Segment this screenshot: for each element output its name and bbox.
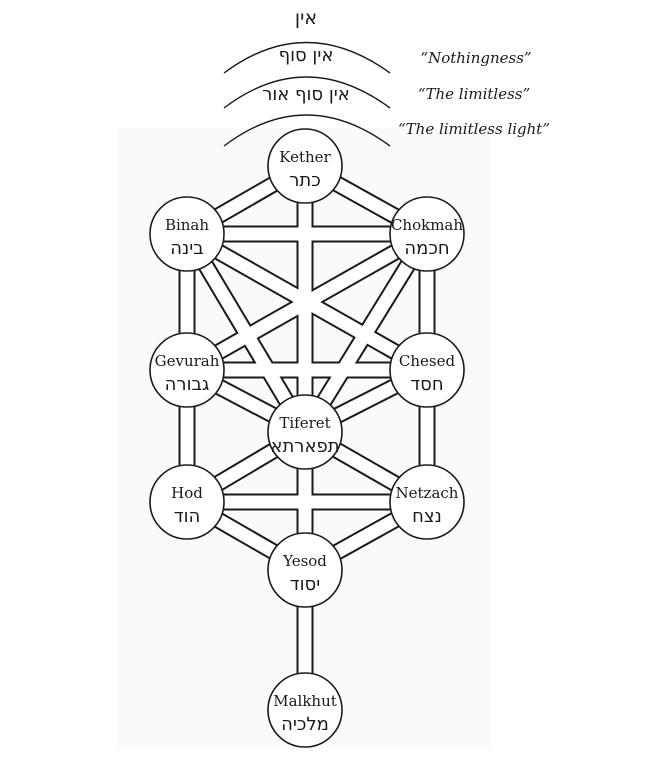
sephirah-kether: Kether כתר: [267, 128, 343, 204]
sephirah-circle-gevurah: [149, 332, 225, 408]
sephirah-circle-yesod: [267, 532, 343, 608]
path-chokmah-gevurah: [183, 228, 431, 376]
sephirah-name-chokmah: Chokmah: [391, 216, 463, 234]
sephirah-circle-binah: [149, 196, 225, 272]
ain-sof-hebrew: אין סוף: [279, 45, 334, 66]
ain-arcs: [223, 41, 391, 147]
sephirah-hebrew-malkhut: מלכיה: [281, 714, 329, 735]
sephirah-hebrew-hod: הוד: [174, 506, 201, 527]
sephirah-name-kether: Kether: [279, 148, 331, 166]
sephirah-yesod: Yesod יסוד: [267, 532, 343, 608]
sephirah-hebrew-netzach: נצח: [412, 506, 442, 527]
sephirah-hod: Hod הוד: [149, 464, 225, 540]
sephirah-circle-malkhut: [267, 672, 343, 748]
sephirah-circle-kether: [267, 128, 343, 204]
sephirah-hebrew-kether: כתר: [289, 170, 321, 191]
sephirah-tiferet: Tiferet תפארתא: [267, 394, 343, 470]
sephirah-name-netzach: Netzach: [396, 484, 459, 502]
limitless-label: “The limitless”: [418, 85, 530, 103]
ain-sof-aur-hebrew: אין סוף אור: [262, 84, 350, 105]
sephirah-hebrew-binah: בינה: [170, 238, 203, 259]
sephirah-circle-chesed: [389, 332, 465, 408]
sephirah-chokmah: Chokmah חכמה: [389, 196, 465, 272]
limitless-light-label: “The limitless light”: [398, 120, 550, 138]
sephirah-chesed: Chesed חסד: [389, 332, 465, 408]
sephirah-circle-tiferet: [267, 394, 343, 470]
nothingness-label: “Nothingness”: [420, 49, 531, 67]
ain-hebrew: אין: [295, 7, 317, 29]
arc-ain-sof: [223, 76, 391, 109]
sephirah-hebrew-chokmah: חכמה: [404, 238, 449, 259]
sephirah-name-malkhut: Malkhut: [273, 692, 337, 710]
sephirot: Kether כתר Binah בינה Chokmah חכמה Gevurah גבור…: [149, 128, 465, 748]
sephirah-name-tiferet: Tiferet: [279, 414, 330, 432]
sephirah-hebrew-yesod: יסוד: [290, 574, 320, 595]
arc-ain-sof-aur: [223, 114, 391, 147]
sephirah-circle-netzach: [389, 464, 465, 540]
sephirah-gevurah: Gevurah גבורה: [149, 332, 225, 408]
sephirah-name-chesed: Chesed: [399, 352, 456, 370]
sephirah-name-binah: Binah: [165, 216, 209, 234]
sephirah-hebrew-chesed: חסד: [410, 374, 443, 395]
sephirah-hebrew-gevurah: גבורה: [165, 374, 210, 395]
arc-ain: [223, 41, 391, 74]
sephirah-binah: Binah בינה: [149, 196, 225, 272]
sephirah-name-hod: Hod: [171, 484, 203, 502]
sephirah-name-gevurah: Gevurah: [155, 352, 220, 370]
sephirah-circle-hod: [149, 464, 225, 540]
sephirah-hebrew-tiferet: תפארתא: [270, 436, 339, 457]
sephirah-circle-chokmah: [389, 196, 465, 272]
path-chokmah-tiferet: [299, 230, 433, 436]
sephirah-name-yesod: Yesod: [282, 552, 327, 570]
sephirah-netzach: Netzach נצח: [389, 464, 465, 540]
sephirah-malkhut: Malkhut מלכיה: [267, 672, 343, 748]
